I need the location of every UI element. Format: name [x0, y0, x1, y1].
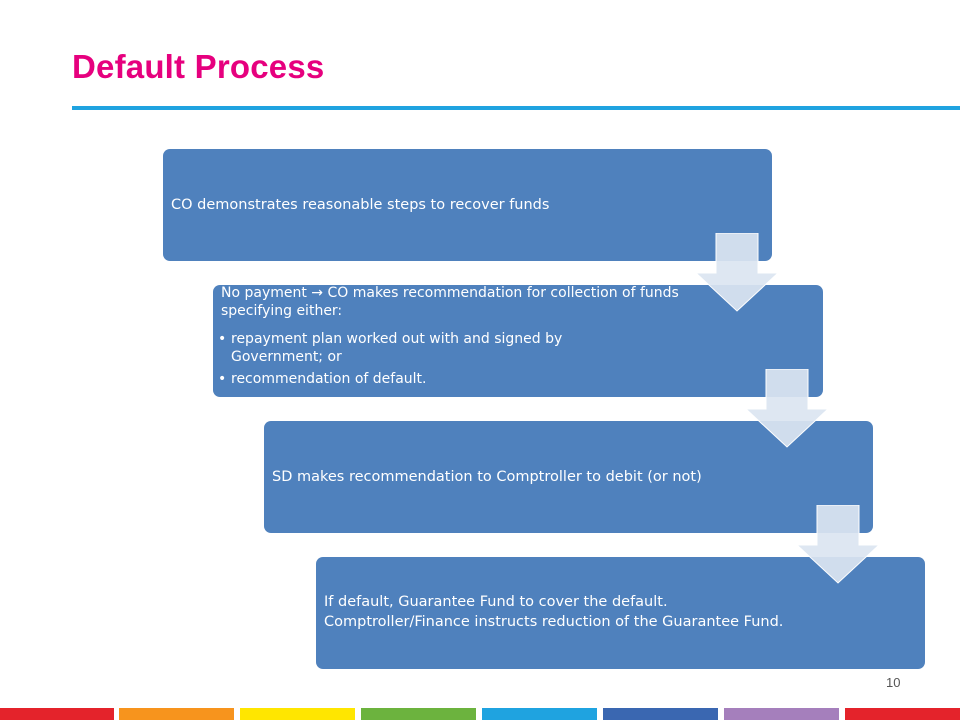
process-step-1: CO demonstrates reasonable steps to reco… [163, 149, 772, 261]
footer-segment-green [361, 708, 476, 720]
process-step-2-list: repayment plan worked out with and signe… [218, 331, 618, 393]
process-step-3: SD makes recommendation to Comptroller t… [264, 421, 873, 533]
process-step-2: No payment → CO makes recommendation for… [213, 285, 823, 397]
footer-color-bar [0, 708, 960, 720]
page-title: Default Process [72, 48, 325, 85]
process-step-3-text: SD makes recommendation to Comptroller t… [272, 469, 702, 485]
footer-segment-dark-blue [603, 708, 718, 720]
process-step-1-text: CO demonstrates reasonable steps to reco… [171, 197, 550, 213]
process-step-4-text: If default, Guarantee Fund to cover the … [324, 594, 784, 630]
down-arrow-icon [746, 369, 828, 448]
footer-segment-purple [724, 708, 839, 720]
footer-segment-red [0, 708, 114, 720]
process-step-2-bullet: repayment plan worked out with and signe… [218, 331, 618, 367]
process-step-2-bullet: recommendation of default. [218, 371, 618, 389]
footer-segment-yellow [240, 708, 355, 720]
process-step-2-lead: No payment → CO makes recommendation for… [221, 285, 679, 319]
down-arrow-icon [797, 505, 879, 584]
down-arrow-icon [696, 233, 778, 312]
process-step-4: If default, Guarantee Fund to cover the … [316, 557, 925, 669]
footer-segment-orange [119, 708, 234, 720]
title-divider [72, 106, 960, 110]
footer-segment-red-end [845, 708, 960, 720]
footer-segment-light-blue [482, 708, 597, 720]
page-number: 10 [886, 675, 901, 690]
